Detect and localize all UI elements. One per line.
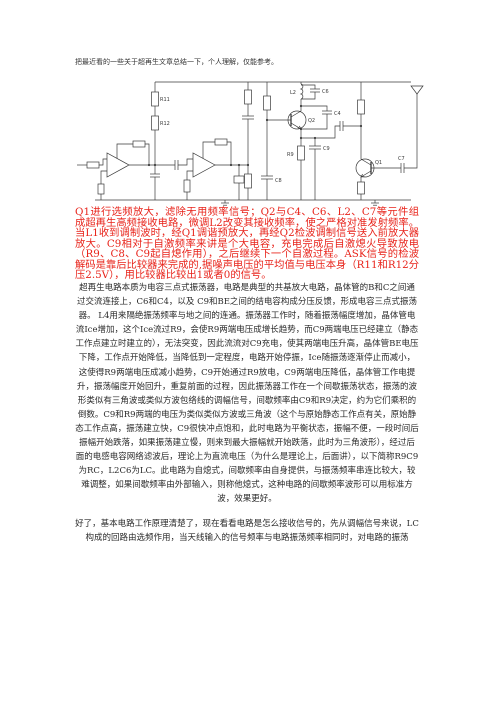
inductor-l2-symbol bbox=[299, 83, 304, 100]
label-l2: L2 bbox=[290, 90, 296, 96]
junction-dots bbox=[147, 104, 363, 167]
resistor-symbols bbox=[86, 89, 365, 195]
ground-symbols bbox=[221, 202, 379, 206]
transistor-q1 bbox=[355, 158, 375, 178]
capacitor-symbols bbox=[150, 88, 405, 180]
label-c4: C4 bbox=[334, 111, 341, 117]
intro-text: 把最近看的一些关于超再生文章总结一下，个人理解，仅能参考。 bbox=[75, 58, 278, 66]
label-r9: R9 bbox=[287, 152, 294, 158]
transistor-q2 bbox=[287, 110, 307, 130]
label-c9: C9 bbox=[323, 146, 330, 152]
label-r12: R12 bbox=[160, 121, 170, 127]
schematic-wires bbox=[77, 81, 418, 203]
article-body: Q1进行选频放大，滤除无用频率信号；Q2与C4、C6、L2、C7等元件组成超再生… bbox=[75, 207, 419, 545]
label-c6: C6 bbox=[322, 89, 329, 95]
body-paragraph-2: 好了，基本电路工作原理清楚了，现在看看电路是怎么接收信号的，先从调幅信号来说，L… bbox=[75, 518, 419, 543]
schematic-labels: R11 R12 C8 Q2 L2 C6 C4 C9 R9 Q1 C7 bbox=[160, 89, 405, 184]
antenna-symbol bbox=[410, 85, 424, 95]
circuit-schematic: R11 R12 C8 Q2 L2 C6 C4 C9 R9 Q1 C7 bbox=[77, 81, 424, 206]
label-r11: R11 bbox=[160, 97, 170, 103]
label-c7: C7 bbox=[398, 156, 405, 162]
label-q1: Q1 bbox=[375, 160, 382, 166]
label-q2: Q2 bbox=[308, 118, 315, 124]
op-amp-symbols bbox=[106, 152, 216, 178]
label-c8: C8 bbox=[275, 178, 282, 184]
highlight-paragraph: Q1进行选频放大，滤除无用频率信号；Q2与C4、C6、L2、C7等元件组成超再生… bbox=[75, 206, 419, 281]
body-paragraph-1: 超再生电路本质为电容三点式振荡器，电路是典型的共基放大电路，晶体管的B和C之间通… bbox=[75, 283, 419, 505]
